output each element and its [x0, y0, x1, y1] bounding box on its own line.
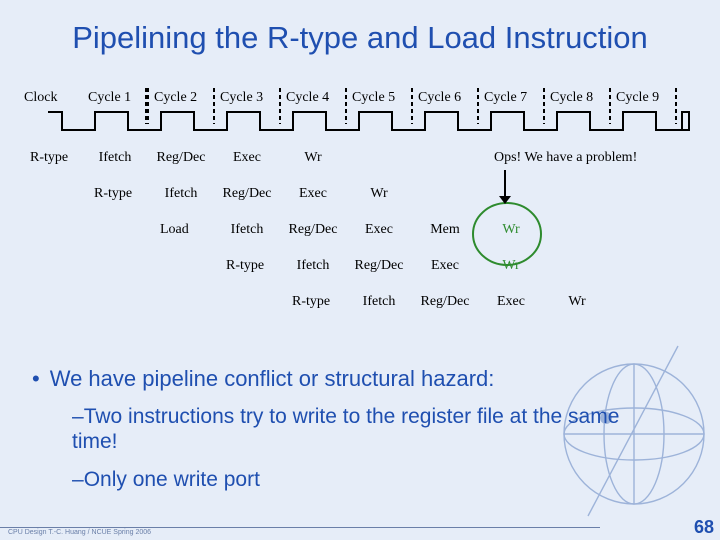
slide-title: Pipelining the R-type and Load Instructi…: [72, 20, 648, 55]
cycle-label: Cycle 9: [616, 90, 660, 105]
sub-bullet-text: Two instructions try to write to the reg…: [72, 405, 620, 453]
globe-decoration: [563, 345, 705, 517]
pipeline-stage: Exec: [299, 186, 327, 201]
pipeline-stage: Ifetch: [362, 294, 396, 309]
instruction-label: R-type: [292, 294, 331, 309]
bullet-text: We have pipeline conflict or structural …: [49, 366, 495, 391]
pipeline-stage: Wr: [370, 186, 388, 201]
pipeline-stage: Exec: [497, 294, 525, 309]
pipeline-stage: Wr: [502, 258, 520, 273]
pipeline-stage: Wr: [502, 222, 520, 237]
pipeline-stage: Reg/Dec: [222, 186, 272, 201]
problem-note: Ops! We have a problem!: [494, 150, 638, 165]
instruction-label: R-type: [30, 150, 69, 165]
pipeline-stage: Ifetch: [230, 222, 264, 237]
footer-rule: [0, 527, 600, 528]
pipeline-stage: Reg/Dec: [420, 294, 470, 309]
cycle-label: Cycle 3: [220, 90, 264, 105]
pipeline-stage: Wr: [304, 150, 322, 165]
pipeline-stage: Reg/Dec: [288, 222, 338, 237]
cycle-label: Cycle 6: [418, 90, 462, 105]
pipeline-stage: Exec: [365, 222, 393, 237]
cycle-label: Cycle 5: [352, 90, 396, 105]
pipeline-stage: Reg/Dec: [354, 258, 404, 273]
pipeline-stage: Reg/Dec: [156, 150, 206, 165]
main-bullet: • We have pipeline conflict or structural…: [32, 366, 494, 392]
sub-bullet-text: Only one write port: [83, 468, 260, 491]
footer-text: CPU Design T.-C. Huang / NCUE Spring 200…: [8, 529, 152, 536]
instruction-label: R-type: [226, 258, 265, 273]
cycle-dividers: [145, 88, 677, 124]
sub-bullet-1: –Two instructions try to write to the re…: [72, 405, 620, 453]
cycle-label: Cycle 7: [484, 90, 528, 105]
cycle-label: Cycle 8: [550, 90, 594, 105]
instruction-label: Load: [160, 222, 189, 237]
clock-label: Clock: [24, 90, 58, 105]
sub-bullet-2: –Only one write port: [72, 468, 260, 491]
pipeline-stage: Exec: [233, 150, 261, 165]
cycle-label: Cycle 4: [286, 90, 330, 105]
page-number: 68: [693, 517, 714, 537]
conflict-circle: [472, 202, 542, 266]
pipeline-stage: Exec: [431, 258, 459, 273]
instruction-label: R-type: [94, 186, 133, 201]
pipeline-stage: Ifetch: [98, 150, 132, 165]
bullet-dot-icon: •: [32, 366, 40, 391]
cycle-label: Cycle 2: [154, 90, 198, 105]
pipeline-stage: Ifetch: [164, 186, 198, 201]
conflict-arrow-head: [499, 196, 511, 204]
clock-signal: [48, 111, 690, 131]
pipeline-stage: Ifetch: [296, 258, 330, 273]
pipeline-stage: Mem: [430, 222, 460, 237]
cycle-label: Cycle 1: [88, 90, 132, 105]
pipeline-stage: Wr: [568, 294, 586, 309]
